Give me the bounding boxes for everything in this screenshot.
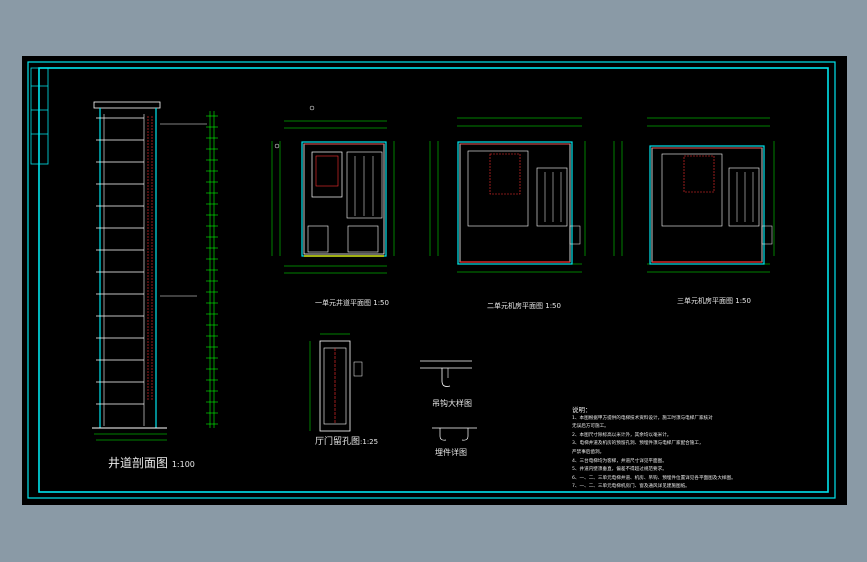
shaft-section-title: 井道剖面图 1:100 [108,456,195,470]
embed-detail-title: 埋件详图 [435,448,467,457]
design-notes: 说明： 1、本图根据甲方提供的电梯技术资料设计，施工时须与电梯厂家核对 无误后方… [572,406,772,492]
hook-detail-title: 吊钩大样图 [432,399,472,408]
door-detail-title: 厅门留孔图:1:25 [315,437,379,447]
embed-detail-drawing [432,427,477,441]
note-line: 5、井道内壁须垂直，偏差不得超过规范要求。 [572,467,667,473]
outer-frame [27,61,836,499]
note-line: 7、一、二、三单元电梯机房门、窗及通风详见建施图纸。 [572,484,690,490]
hook-detail-drawing [420,360,472,387]
plan2-title: 二单元机房平面图 1:50 [487,302,561,310]
door-detail-drawing [309,333,363,432]
note-line: 4、三台电梯均为客梯，井道尺寸详见平面图。 [572,458,667,464]
note-line: 6、一、二、三单元电梯井道、机房、吊钩、预埋件位置详见各平面图及大样图。 [572,475,736,481]
plan1-drawing [271,105,395,274]
note-line: 严禁事后凿洞。 [572,449,605,455]
cad-model-space[interactable]: 井道剖面图 1:100 一单元井道平面图 1:50 二单元机房平面图 1:50 … [22,56,847,505]
plan2-drawing [429,117,586,273]
plan3-title: 三单元机房平面图 1:50 [677,297,751,305]
plan1-title: 一单元井道平面图 1:50 [315,299,389,307]
shaft-section-drawing [92,101,218,441]
note-line: 1、本图根据甲方提供的电梯技术资料设计，施工时须与电梯厂家核对 [572,415,713,421]
notes-heading: 说明： [572,406,592,414]
inner-frame [38,67,829,493]
binding-strip [30,67,49,165]
note-line: 无误后方可施工。 [572,424,609,430]
note-line: 2、本图尺寸除标高以米计外，其余均以毫米计。 [572,432,672,438]
cad-drawing [27,61,836,499]
note-line: 3、电梯井道及机房的预留孔洞、预埋件须与电梯厂家配合施工， [572,441,704,447]
plan3-drawing [613,117,775,273]
